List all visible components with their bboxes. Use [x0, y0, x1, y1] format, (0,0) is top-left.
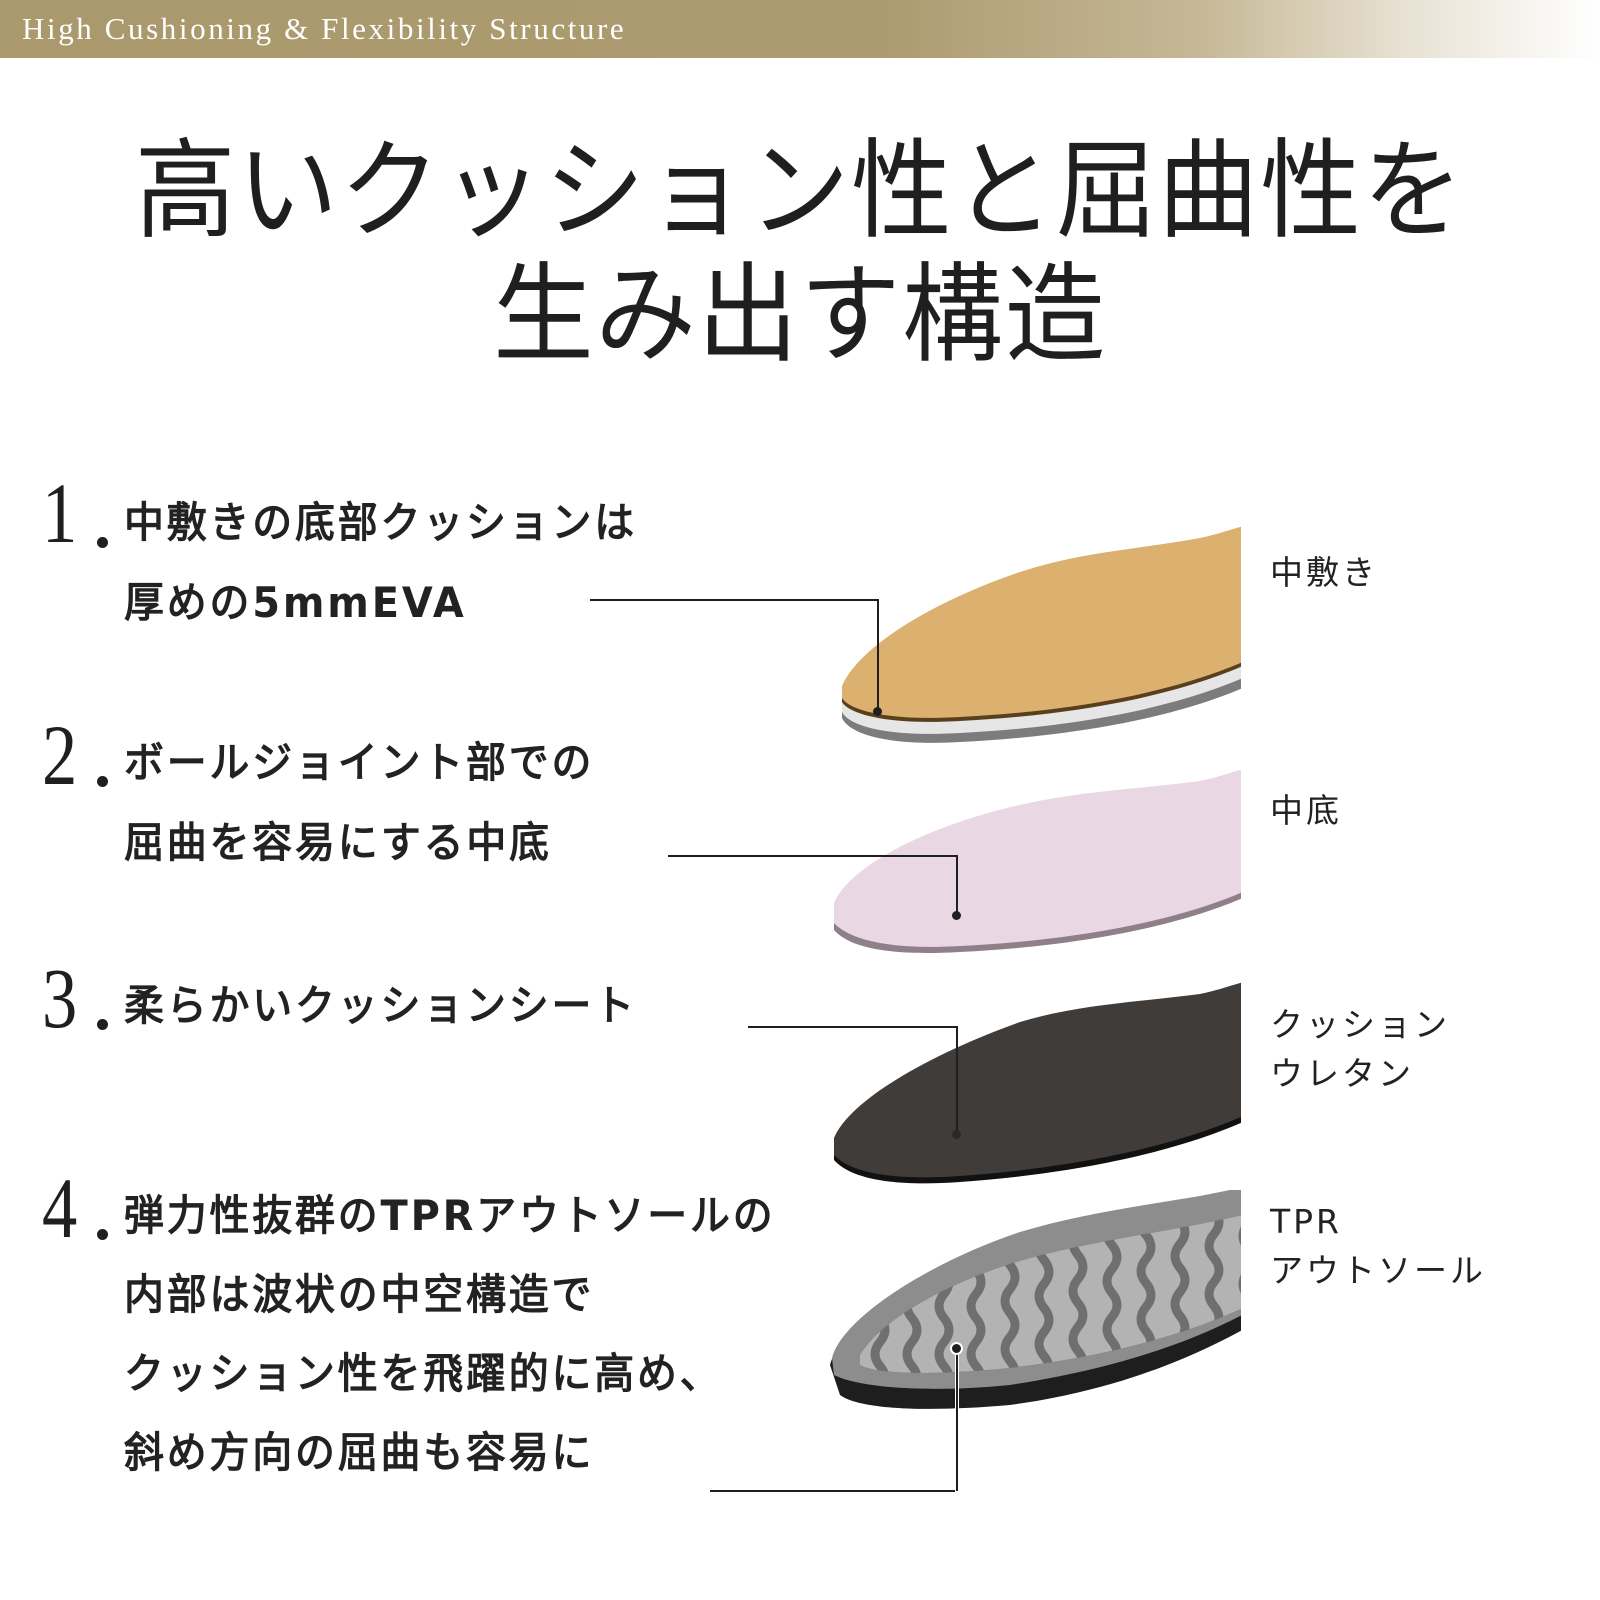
- insole-layer-illustration: [842, 526, 1241, 743]
- leader-vertical: [956, 1348, 958, 1491]
- number-period: [97, 1229, 108, 1240]
- feature-number: 2: [42, 707, 78, 803]
- feature-text-line: 柔らかいクッションシート: [124, 981, 638, 1030]
- feature-text-line: 厚めの5mmEVA: [124, 578, 467, 627]
- header-banner: High Cushioning & Flexibility Structure: [0, 0, 1600, 58]
- label-line: クッション: [1270, 1005, 1450, 1044]
- feature-text-line: ボールジョイント部での: [124, 738, 595, 787]
- midsole-layer-illustration: [834, 769, 1241, 954]
- feature-text-line: クッション性を飛躍的に高め、: [124, 1349, 723, 1398]
- label-line: アウトソール: [1270, 1251, 1486, 1290]
- page-title-line-2: 生み出す構造: [493, 253, 1107, 378]
- label-line: TPR: [1270, 1202, 1342, 1241]
- leader-vertical: [956, 1026, 958, 1134]
- leader-vertical: [956, 855, 958, 915]
- label-line: 中底: [1270, 791, 1342, 830]
- leader-pin: [952, 1130, 961, 1139]
- page-title-line-1: 高いクッション性と屈曲性を: [135, 129, 1465, 254]
- outsole-layer-illustration: [830, 1190, 1241, 1409]
- leader-pin: [873, 707, 882, 716]
- label-line: 中敷き: [1270, 553, 1378, 592]
- leader-pin: [952, 911, 961, 920]
- leader-horizontal: [710, 1490, 957, 1492]
- leader-horizontal: [748, 1026, 957, 1028]
- layer-label-tpr-outsole: TPR アウトソール: [1270, 1197, 1486, 1295]
- feature-text-line: 斜め方向の屈曲も容易に: [124, 1428, 595, 1477]
- feature-text-line: 内部は波状の中空構造で: [124, 1270, 595, 1319]
- feature-text-line: 屈曲を容易にする中底: [124, 818, 552, 867]
- leader-horizontal: [590, 599, 878, 601]
- number-period: [97, 537, 108, 548]
- leader-pin: [952, 1344, 961, 1353]
- cushion-layer-illustration: [834, 982, 1241, 1184]
- feature-number: 4: [42, 1160, 78, 1256]
- layer-label-midsole: 中底: [1270, 786, 1342, 835]
- layer-label-insole: 中敷き: [1270, 548, 1378, 597]
- feature-number: 3: [42, 950, 78, 1046]
- feature-number: 1: [42, 465, 78, 561]
- banner-title: High Cushioning & Flexibility Structure: [22, 11, 627, 46]
- leader-vertical: [877, 599, 879, 711]
- feature-text-line: 弾力性抜群のTPRアウトソールの: [124, 1191, 776, 1240]
- leader-horizontal: [668, 855, 957, 857]
- number-period: [97, 1019, 108, 1030]
- layer-label-cushion-urethane: クッション ウレタン: [1270, 1000, 1450, 1098]
- feature-text-line: 中敷きの底部クッションは: [124, 498, 638, 547]
- label-line: ウレタン: [1270, 1054, 1414, 1093]
- number-period: [97, 776, 108, 787]
